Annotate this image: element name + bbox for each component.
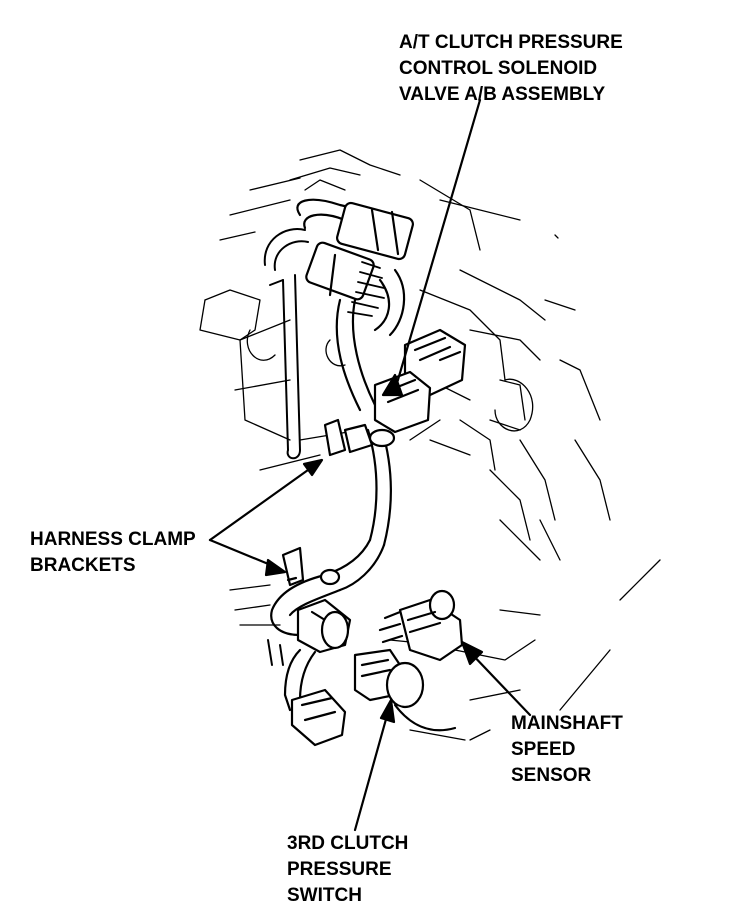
- leader-mainshaft-sensor: [460, 640, 532, 717]
- dipstick-tube: [263, 228, 309, 666]
- label-line: 3RD CLUTCH: [287, 833, 409, 854]
- leader-third-clutch: [353, 698, 396, 832]
- label-harness-clamp-brackets: HARNESS CLAMP BRACKETS: [30, 527, 196, 579]
- label-line: SWITCH: [287, 885, 362, 906]
- label-line: A/T CLUTCH PRESSURE: [399, 32, 623, 53]
- label-solenoid-valve-assembly: A/T CLUTCH PRESSURE CONTROL SOLENOID VAL…: [399, 30, 623, 108]
- middle-connector: [296, 598, 352, 654]
- third-clutch-pressure-switch: [353, 648, 457, 732]
- label-line: BRACKETS: [30, 555, 136, 576]
- upper-wire-harness: [296, 198, 406, 412]
- leader-solenoid-valve: [381, 98, 482, 397]
- label-line: CONTROL SOLENOID: [399, 58, 598, 79]
- solenoid-connector-lower: [305, 241, 375, 301]
- lower-connector: [290, 688, 347, 747]
- solenoid-valve-assembly: [373, 328, 467, 434]
- label-third-clutch-pressure-switch: 3RD CLUTCH PRESSURE SWITCH: [287, 831, 408, 909]
- label-mainshaft-speed-sensor: MAINSHAFT SPEED SENSOR: [511, 711, 623, 789]
- harness-clamp-bracket-upper: [323, 418, 396, 457]
- leader-harness-clamp: [208, 458, 324, 577]
- harness-clamp-bracket-lower: [281, 546, 341, 587]
- label-line: VALVE A/B ASSEMBLY: [399, 84, 606, 105]
- convoluted-tube: [347, 261, 385, 317]
- label-line: SPEED: [511, 739, 576, 760]
- solenoid-connector-upper: [336, 201, 414, 261]
- label-line: MAINSHAFT: [511, 713, 623, 734]
- label-line: SENSOR: [511, 765, 592, 786]
- label-line: HARNESS CLAMP: [30, 529, 196, 550]
- label-line: PRESSURE: [287, 859, 392, 880]
- mainshaft-speed-sensor: [378, 589, 464, 662]
